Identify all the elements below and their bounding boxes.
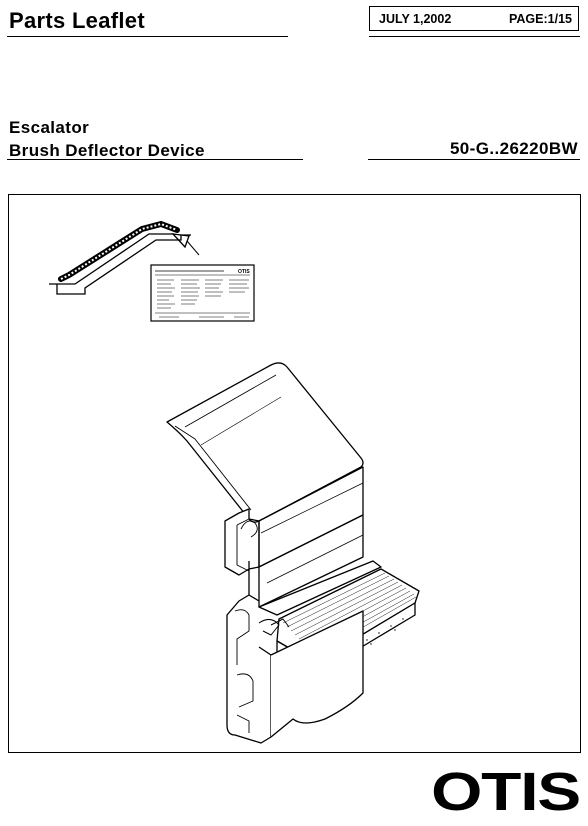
page-number: PAGE:1/15 <box>509 12 572 26</box>
otis-logo: OTIS <box>431 762 581 822</box>
product-title: Escalator Brush Deflector Device <box>9 116 205 162</box>
date-page-box: JULY 1,2002 PAGE:1/15 <box>369 6 579 31</box>
svg-text:OTIS: OTIS <box>238 269 250 275</box>
parts-label-sheet-icon: OTIS <box>150 264 255 322</box>
product-underline <box>7 159 303 160</box>
title-underline <box>7 36 288 37</box>
product-category: Escalator <box>9 118 90 137</box>
product-name: Brush Deflector Device <box>9 141 205 160</box>
part-number: 50-G..26220BW <box>449 139 578 158</box>
illustration-frame: OTIS <box>8 194 581 753</box>
date-underline <box>369 36 580 37</box>
escalator-icon <box>49 220 200 295</box>
issue-date: JULY 1,2002 <box>379 12 452 26</box>
brush-deflector-profile-icon <box>166 362 420 744</box>
part-number-underline <box>368 159 580 160</box>
leaflet-title: Parts Leaflet <box>9 8 145 33</box>
